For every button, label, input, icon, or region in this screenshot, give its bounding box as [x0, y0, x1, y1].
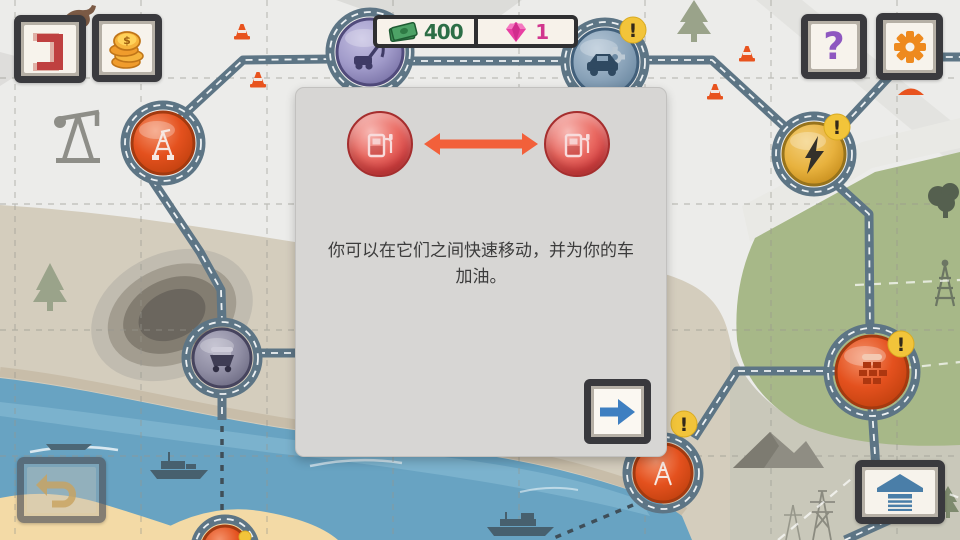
next-arrow-icon [599, 398, 635, 425]
alert-badge: ! [823, 113, 851, 141]
power-pylon [784, 504, 802, 540]
derrick-silhouette [934, 259, 956, 307]
fuel-pump-icon [367, 133, 393, 158]
exit-door-icon [33, 33, 63, 71]
coal-cart-icon [210, 347, 234, 373]
ship-silhouette [487, 512, 554, 536]
ship-silhouette [150, 452, 208, 479]
traffic-cone [707, 84, 723, 100]
resource-bar: 400 1 [373, 15, 578, 48]
gems-counter: 1 [478, 19, 575, 44]
lightning-icon [805, 136, 824, 174]
map-node-brick-factory[interactable]: ! [823, 323, 921, 421]
pine-tree [677, 0, 711, 42]
gem-icon [506, 21, 527, 42]
map-node-oil-well[interactable] [120, 100, 206, 186]
tutorial-text: 你可以在它们之间快速移动，并为你的车 加油。 [328, 241, 634, 288]
svg-text:!: ! [629, 20, 638, 42]
gems-value: 1 [535, 19, 549, 44]
traffic-cone [234, 24, 250, 40]
undo-button[interactable] [17, 457, 106, 523]
svg-text:!: ! [833, 117, 842, 139]
orange-mound [898, 88, 924, 95]
fuel-station-ball-icon [347, 111, 413, 177]
gear-icon [893, 30, 926, 63]
settings-button[interactable] [876, 13, 943, 80]
coins-shop-button[interactable]: $ [92, 14, 162, 82]
undo-arrow-icon [35, 474, 76, 508]
garage-button[interactable] [855, 460, 945, 524]
tutorial-dialog: 你可以在它们之间快速移动，并为你的车 加油。 [295, 87, 667, 457]
leafy-tree [928, 183, 959, 218]
svg-text:!: ! [680, 414, 689, 436]
money-value: 400 [423, 19, 464, 44]
oil-derrick-icon [152, 128, 174, 160]
next-button[interactable] [584, 379, 651, 444]
boat-silhouette [46, 444, 92, 450]
pump-jack-silhouette [54, 109, 100, 163]
alert-badge: ! [887, 330, 915, 358]
question-mark-icon: ? [823, 25, 845, 68]
alert-badge: ! [619, 16, 647, 44]
exit-button[interactable] [14, 15, 86, 83]
help-button[interactable]: ? [801, 14, 867, 79]
map-node-island-dock[interactable] [191, 514, 259, 540]
money-counter: 400 [377, 19, 474, 44]
ferry-route [220, 426, 646, 540]
oil-derrick-icon [654, 461, 672, 486]
car-service-icon [587, 47, 625, 76]
garage-icon [877, 474, 923, 511]
alert-badge: ! [670, 410, 698, 438]
double-arrow-icon [424, 133, 538, 155]
resource-bar-divider [473, 19, 478, 44]
fuel-station-ball-icon [544, 111, 610, 177]
map-node-coal-mine[interactable] [181, 317, 263, 399]
bricks-icon [859, 354, 887, 384]
fuel-pump-icon [564, 133, 590, 158]
cash-icon [388, 21, 418, 42]
map-node-power-station[interactable]: ! [771, 111, 857, 197]
coin-stack-icon: $ [109, 31, 144, 69]
traffic-cone [739, 46, 755, 62]
traffic-cone [250, 72, 266, 88]
mountain-silhouette [733, 432, 824, 468]
svg-text:!: ! [897, 334, 906, 356]
pine-tree [33, 263, 67, 311]
svg-text:$: $ [123, 34, 131, 47]
